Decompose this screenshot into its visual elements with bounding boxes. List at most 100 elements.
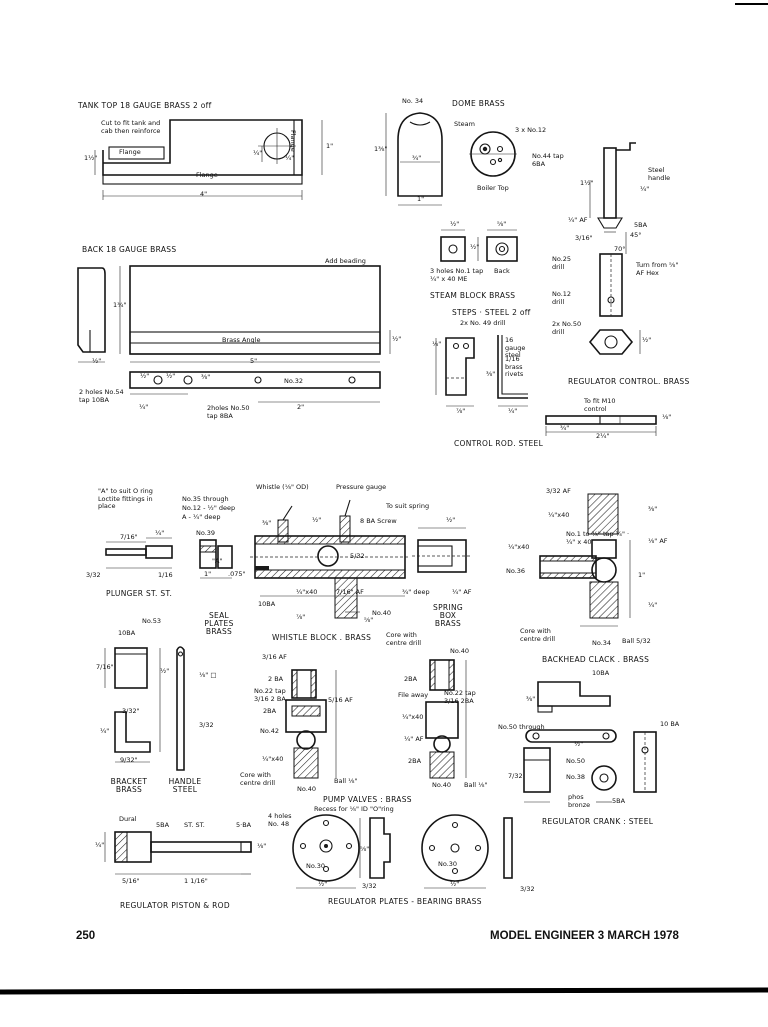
clack-no1: No.1 to ⅜" tap ¼" · ¼" x 40 bbox=[566, 530, 630, 546]
handle-drawing bbox=[176, 646, 185, 771]
reg-control-turn: Turn from ⅝" AF Hex bbox=[636, 261, 679, 277]
regulator-crank-drawing bbox=[523, 681, 657, 803]
pump-core2: Core with centre drill bbox=[386, 631, 422, 647]
control-rod-caption: CONTROL ROD. STEEL bbox=[454, 439, 544, 448]
tank-top-dim-h1: 1½" bbox=[84, 154, 98, 162]
page-number: 250 bbox=[76, 930, 96, 942]
seal-plates-drawing bbox=[199, 539, 233, 579]
crank-no38: No.38 bbox=[566, 773, 586, 781]
control-rod-dim-a: ¾" bbox=[560, 424, 570, 432]
whistle-caption: WHISTLE BLOCK . BRASS bbox=[272, 633, 372, 642]
steam-block-dim-b: ⅝" bbox=[497, 220, 507, 228]
back-angle: Brass Angle bbox=[222, 336, 261, 344]
dome-tap: No.44 tap 6BA bbox=[532, 152, 564, 168]
piston-ba5b: 5·BA bbox=[236, 821, 252, 829]
pump-core: Core with centre drill bbox=[240, 771, 276, 787]
clack-no34: No.34 bbox=[592, 639, 612, 647]
reg-control-ba: 5BA bbox=[634, 221, 648, 229]
seal-d1: 1" bbox=[204, 570, 212, 578]
pump-no40b: No.40 bbox=[450, 647, 470, 655]
pump-no22: No.22 tap 3/16 2 BA bbox=[254, 687, 286, 703]
handle-caption: HANDLE STEEL bbox=[168, 777, 202, 794]
steps-dim-a: ⅛" bbox=[432, 340, 442, 348]
steps-dim-c: ⅞" bbox=[456, 407, 466, 415]
tank-top-flange-c: Flange bbox=[289, 130, 297, 152]
seal-caption: SEAL PLATES BRASS bbox=[204, 611, 234, 636]
whistle-af: 7/16" AF bbox=[336, 588, 364, 596]
steam-block-caption: STEAM BLOCK BRASS bbox=[430, 291, 516, 300]
plunger-dim-b: ¼" bbox=[155, 529, 165, 537]
reg-control-dim-316: 3/16" bbox=[575, 234, 593, 242]
crank-d-c: 7/32 bbox=[508, 772, 523, 780]
steps-gauge: 16 gauge steel bbox=[505, 336, 526, 359]
regulator-control-drawing bbox=[588, 142, 641, 355]
dome-dim-base: 1" bbox=[417, 195, 425, 203]
whistle-ba10: 10BA bbox=[258, 600, 276, 608]
steps-dim-d: ¼" bbox=[508, 407, 518, 415]
tank-top-caption: TANK TOP 18 GAUGE BRASS 2 off bbox=[78, 101, 212, 110]
steam-block-drawing bbox=[440, 229, 518, 262]
reg-control-45: 45° bbox=[630, 231, 642, 239]
dome-holes: 3 x No.12 bbox=[515, 126, 547, 134]
back-holes-left: 2 holes No.54 tap 10BA bbox=[79, 388, 124, 404]
back-no32: No.32 bbox=[284, 377, 304, 385]
back-dim-2: 2" bbox=[297, 403, 305, 411]
pump-file: File away bbox=[398, 691, 429, 699]
plates-caption: REGULATOR PLATES - BEARING BRASS bbox=[328, 897, 482, 906]
pump-ba2c: 2BA bbox=[404, 675, 418, 683]
whistle-d-c: ⅞" bbox=[296, 613, 306, 621]
control-rod-dim-len: 2¼" bbox=[596, 432, 610, 440]
pump-no42: No.42 bbox=[260, 727, 280, 735]
dome-dim-h: 1⅜" bbox=[374, 145, 388, 153]
steps-dim-b: ⅜" bbox=[486, 370, 496, 378]
clack-ball: Ball 5/32 bbox=[622, 637, 651, 645]
bracket-caption: BRACKET BRASS bbox=[110, 777, 148, 794]
clack-d-c: ¼" bbox=[648, 601, 658, 609]
spring-deep: ¾" deep bbox=[402, 588, 430, 596]
plates-d-a: ⅝" bbox=[360, 845, 370, 853]
crank-no50b: No.50 bbox=[566, 757, 586, 765]
piston-stst: ST. ST. bbox=[184, 821, 205, 829]
back-caption: BACK 18 GAUGE BRASS bbox=[82, 245, 177, 254]
plunger-dim-a: 7/16" bbox=[120, 533, 138, 541]
piston-dural: Dural bbox=[119, 815, 137, 823]
reg-control-no50: 2x No.50 drill bbox=[552, 320, 582, 336]
tank-top-drawing bbox=[94, 119, 323, 200]
whistle-label: Whistle (⅛" OD) bbox=[256, 483, 309, 491]
dome-caption: DOME BRASS bbox=[452, 99, 505, 108]
spring-d-a: ½" bbox=[446, 516, 456, 524]
reg-control-af: ¼" AF bbox=[568, 216, 588, 224]
clack-af2: ⅛" AF bbox=[648, 537, 668, 545]
whistle-gauge: Pressure gauge bbox=[336, 483, 387, 491]
crank-no50: No.50 through bbox=[498, 723, 545, 731]
plates-d-d: ½" bbox=[450, 880, 460, 888]
seal-d075: .075" bbox=[228, 570, 246, 578]
tank-top-dim-len: 4" bbox=[200, 190, 208, 198]
plates-holes: 4 holes No. 48 bbox=[268, 812, 292, 828]
crank-ba5: 5BA bbox=[612, 797, 626, 805]
seal-no39: No.39 bbox=[196, 529, 216, 537]
whistle-x40: ¼"x40 bbox=[296, 588, 318, 596]
plunger-note: "A" to suit O ring Loctite fittings in p… bbox=[98, 487, 153, 510]
pump-af2: 5/16 AF bbox=[328, 696, 353, 704]
crank-ba10: 10BA bbox=[592, 669, 610, 677]
back-dim-half4: ½" bbox=[392, 335, 402, 343]
piston-d-c: 5/16" bbox=[122, 877, 140, 885]
bracket-d-d: 9/32" bbox=[120, 756, 138, 764]
steps-caption: STEPS · STEEL 2 off bbox=[452, 308, 531, 317]
bracket-d-c: 3/32" bbox=[122, 707, 140, 715]
whistle-ba8: 8 BA Screw bbox=[360, 517, 397, 525]
piston-d-b: ⅛" bbox=[257, 842, 267, 850]
handle-d-a: ⅛" □ bbox=[199, 671, 217, 679]
steps-drill: 2x No. 49 drill bbox=[460, 319, 506, 327]
back-beading: Add beading bbox=[325, 257, 366, 265]
reg-control-dim-q: ¼" bbox=[640, 185, 650, 193]
plunger-drawing bbox=[105, 537, 173, 569]
reg-control-caption: REGULATOR CONTROL. BRASS bbox=[568, 377, 690, 386]
plunger-caption: PLUNGER ST. ST. bbox=[106, 589, 173, 598]
back-dim-38: ⅜" bbox=[201, 373, 211, 381]
back-dim-half1: ½" bbox=[92, 357, 102, 365]
reg-control-dim-half: ½" bbox=[642, 336, 652, 344]
